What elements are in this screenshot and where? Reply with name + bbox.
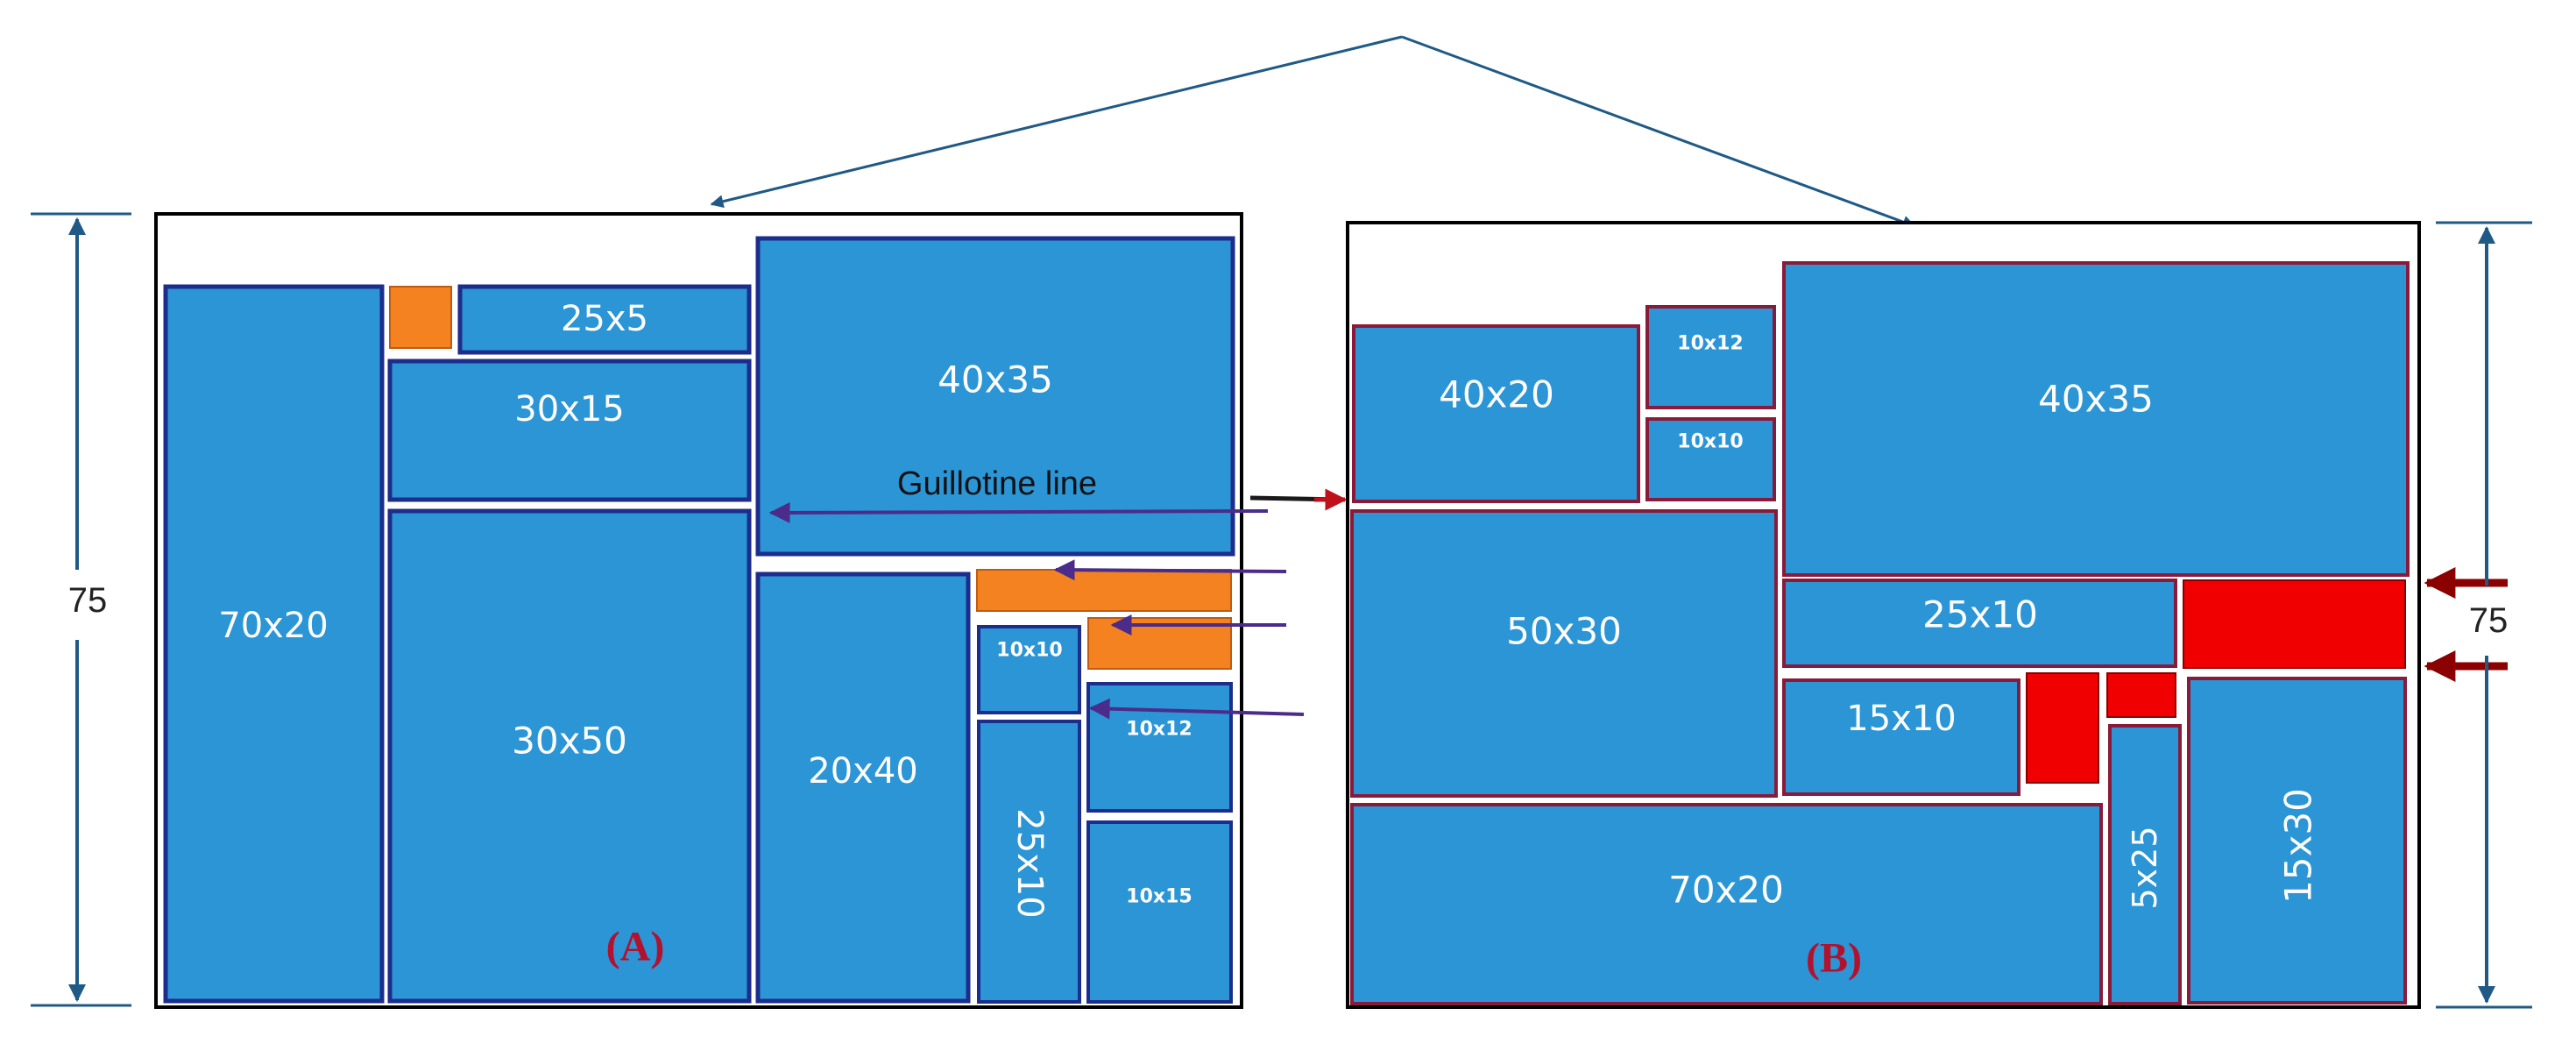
right-waste-arrows (2424, 567, 2508, 682)
piece-a-20x40: 20x40 (755, 572, 971, 1004)
guillotine-arrow-strip (1053, 559, 1287, 581)
piece-b-50x30: 50x30 (1350, 509, 1778, 798)
panel-b-label: (B) (1806, 935, 1862, 982)
piece-b-25x10: 25x10 (1782, 579, 2177, 668)
svg-text:15x10: 15x10 (1846, 699, 1956, 739)
svg-text:15x30: 15x30 (2277, 788, 2320, 904)
waste-b-block-top (2183, 579, 2406, 669)
piece-b-15x30: 15x30 (2187, 677, 2407, 1005)
apex-arrow-to-b (1401, 35, 1916, 229)
piece-a-10x10: 10x10 (977, 625, 1081, 714)
svg-text:10x15: 10x15 (1126, 886, 1192, 908)
piece-a-10x12: 10x12 (1086, 682, 1233, 813)
svg-text:25x10: 25x10 (1009, 808, 1050, 918)
panel-a-label: (A) (606, 924, 665, 970)
piece-a-25x5: 25x5 (457, 284, 752, 355)
svg-text:10x10: 10x10 (1677, 431, 1743, 453)
dimension-a-label: 75 (68, 581, 108, 620)
svg-text:25x10: 25x10 (1922, 593, 2038, 636)
guillotine-arrow-lower (1088, 698, 1305, 720)
piece-b-70x20: 70x20 (1350, 803, 2103, 1005)
dimension-b-label: 75 (2469, 601, 2509, 640)
piece-a-30x15: 30x15 (387, 359, 752, 502)
guillotine-arrow-main (768, 501, 1269, 523)
panel-b-pieces: 40x20 10x12 10x10 40x35 50x30 25x10 15x1… (1350, 261, 2410, 1005)
piece-a-40x35: 40x35 (755, 236, 1235, 557)
waste-a-small-top (389, 286, 452, 349)
guillotine-label: Guillotine line (897, 465, 1097, 502)
svg-text:40x35: 40x35 (2038, 378, 2154, 421)
svg-text:30x15: 30x15 (514, 389, 624, 430)
panel-a-pieces: 70x20 25x5 30x15 40x35 30x50 20x40 10x10 (163, 236, 1235, 1004)
svg-text:25x5: 25x5 (561, 299, 648, 339)
piece-b-10x10: 10x10 (1645, 417, 1776, 501)
piece-b-40x20: 40x20 (1352, 324, 1640, 503)
svg-text:5x25: 5x25 (2126, 826, 2164, 909)
piece-a-10x15: 10x15 (1086, 820, 1233, 1004)
piece-b-10x12: 10x12 (1645, 305, 1776, 409)
piece-b-40x35: 40x35 (1782, 261, 2410, 577)
piece-a-25x10: 25x10 (977, 720, 1081, 1004)
guillotine-annotations: Guillotine line (768, 465, 1348, 720)
svg-text:10x10: 10x10 (996, 640, 1062, 662)
svg-text:40x20: 40x20 (1439, 373, 1554, 416)
svg-text:40x35: 40x35 (938, 359, 1053, 401)
svg-text:20x40: 20x40 (808, 751, 917, 792)
piece-a-30x50: 30x50 (387, 508, 752, 1004)
waste-a-strip (976, 569, 1232, 612)
svg-text:30x50: 30x50 (512, 720, 627, 763)
waste-b-block-mid (2026, 672, 2099, 784)
piece-b-5x25: 5x25 (2108, 724, 2182, 1005)
apex-pointer-lines (710, 35, 1916, 229)
svg-text:10x12: 10x12 (1677, 333, 1743, 355)
apex-arrow-to-a (710, 35, 1403, 209)
dimension-b: 75 (2436, 221, 2532, 1009)
waste-b-block-small (2106, 672, 2176, 718)
svg-text:10x12: 10x12 (1126, 719, 1192, 741)
piece-b-15x10: 15x10 (1782, 678, 2020, 796)
svg-text:50x30: 50x30 (1506, 610, 1622, 653)
piece-a-70x20: 70x20 (163, 284, 385, 1004)
svg-text:70x20: 70x20 (218, 606, 328, 646)
svg-text:70x20: 70x20 (1668, 869, 1784, 912)
dimension-a: 75 (31, 212, 131, 1007)
